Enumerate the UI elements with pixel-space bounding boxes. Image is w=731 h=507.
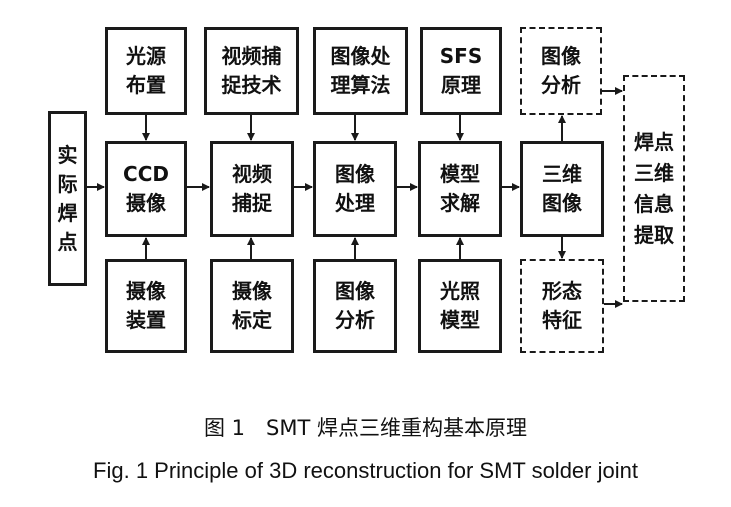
node-image-analysis-output: 图像 分析 [520,27,602,115]
node-model-solving: 模型 求解 [418,141,502,237]
node-ccd-camera: CCD 摄像 [105,141,187,237]
node-light-source-layout: 光源 布置 [105,27,187,115]
figure-caption-english: Fig. 1 Principle of 3D reconstruction fo… [93,458,638,483]
node-morphology-features: 形态 特征 [520,259,604,353]
node-video-capture-technique: 视频捕 捉技术 [204,27,299,115]
node-image-processing-algorithm: 图像处 理算法 [313,27,408,115]
node-camera-calibration: 摄像 标定 [210,259,294,353]
node-3d-image: 三维 图像 [520,141,604,237]
node-3d-info-extraction: 焊点 三维 信息 提取 [623,75,685,302]
node-image-processing: 图像 处理 [313,141,397,237]
node-lighting-model: 光照 模型 [418,259,502,353]
node-video-capture: 视频 捕捉 [210,141,294,237]
arrow-layer [87,87,623,308]
node-camera-device: 摄像 装置 [105,259,187,353]
figure-caption-chinese: 图 1 SMT 焊点三维重构基本原理 [204,416,527,440]
node-actual-solder-point: 实 际 焊 点 [48,111,87,286]
node-sfs-principle: SFS 原理 [420,27,502,115]
node-image-analysis: 图像 分析 [313,259,397,353]
